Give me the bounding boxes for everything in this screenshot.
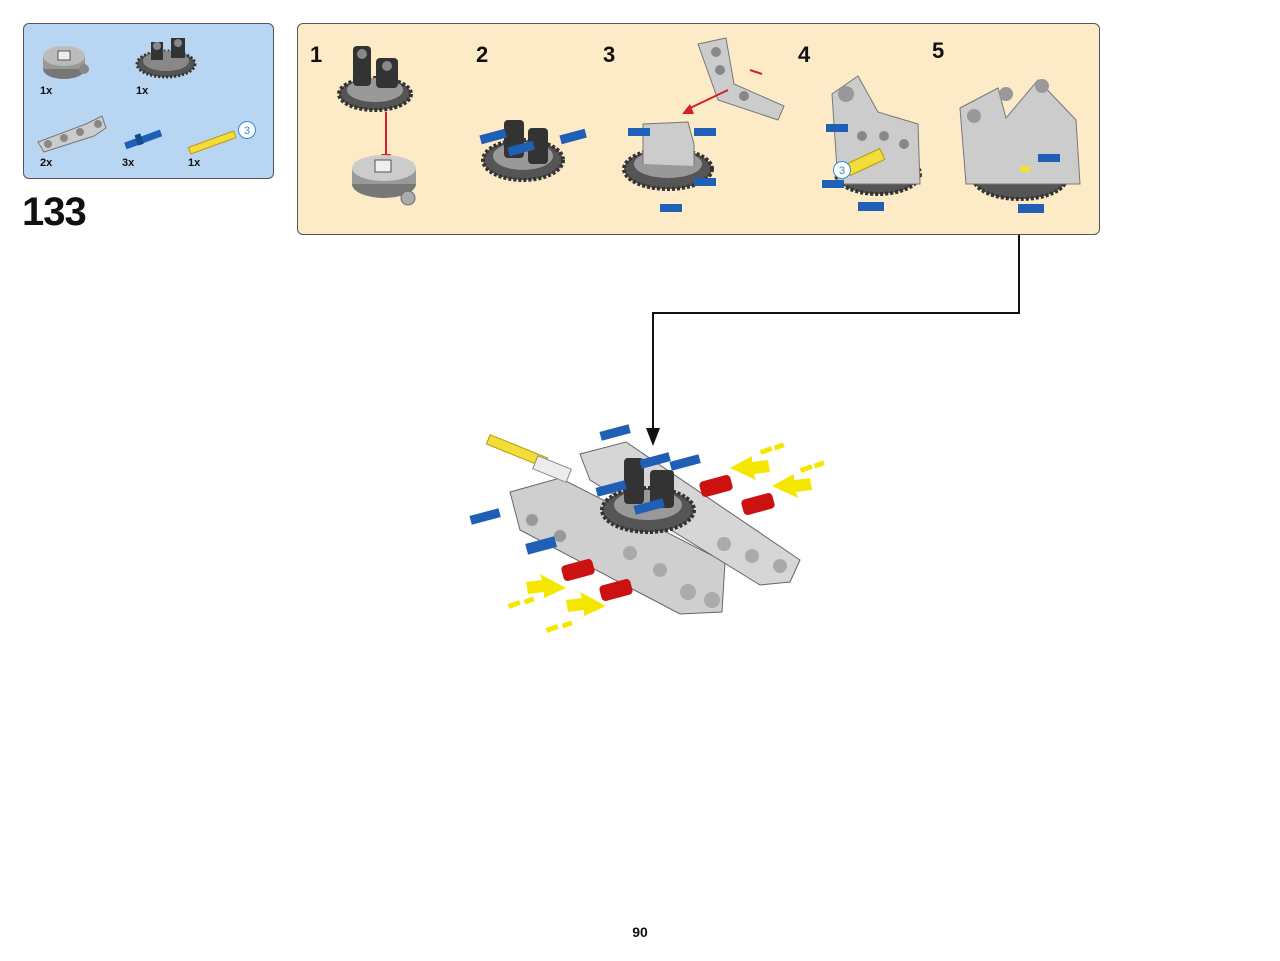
substep-4-illustration (822, 75, 922, 211)
substep-1-number: 1 (310, 42, 323, 67)
substep-3-number: 3 (603, 42, 616, 67)
axle-length-callout: 3 (238, 121, 256, 139)
main-model (469, 424, 825, 633)
blue-pin-qty: 3x (122, 157, 135, 169)
turntable-part-icon (43, 46, 89, 79)
sub-assembly-box: 1 2 3 4 5 3 (297, 23, 1100, 235)
substep-1-illustration (337, 46, 416, 206)
substep-3-illustration (622, 37, 785, 212)
substep-5-illustration (959, 79, 1081, 213)
yellow-axle-qty: 1x (188, 157, 201, 169)
connector-line (646, 235, 1020, 446)
substep-2-illustration (479, 120, 587, 182)
sub-assembly-illustrations (337, 37, 1081, 213)
angled-beam-part-icon (37, 115, 107, 153)
substep-5-number: 5 (932, 38, 945, 63)
angled-beam-qty: 2x (40, 157, 53, 169)
step-number: 133 (22, 190, 87, 234)
substep-4-axle-callout: 3 (833, 161, 851, 179)
page-number: 90 (632, 924, 648, 940)
substep-2-number: 2 (476, 42, 489, 67)
substep-4-number: 4 (798, 42, 811, 67)
gear-qty: 1x (136, 85, 149, 97)
parts-list-box: 1x 1x 2x 3x 1x 3 (23, 23, 274, 179)
turntable-qty: 1x (40, 85, 53, 97)
yellow-axle-part-icon (187, 130, 237, 155)
blue-pin-part-icon (124, 129, 163, 150)
gear-part-icon (135, 38, 197, 79)
parts-illustrations (37, 38, 237, 155)
